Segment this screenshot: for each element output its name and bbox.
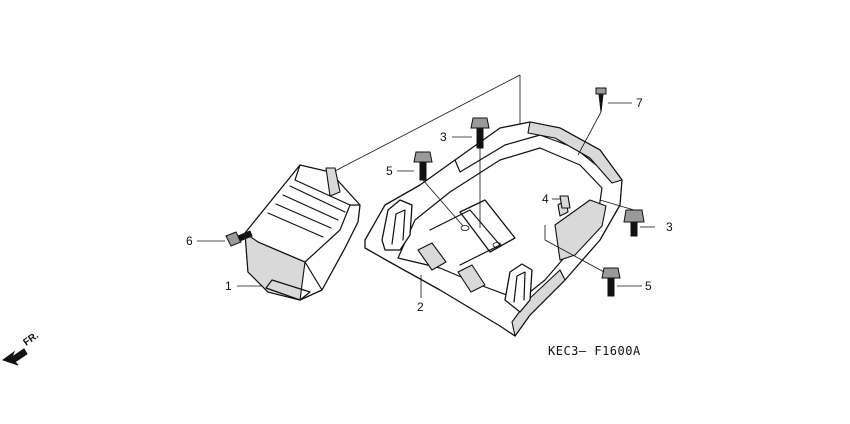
inner-tray-part-2 [364, 121, 623, 337]
callout-5-left: 5 [386, 164, 393, 178]
leader-lines [197, 102, 655, 298]
callout-3-top: 3 [440, 130, 447, 144]
bolt-part-5-left [413, 151, 464, 227]
callout-2: 2 [417, 300, 424, 314]
bolt-part-5-right [544, 225, 621, 297]
bolt-part-3-right [599, 199, 645, 237]
callout-5-right: 5 [645, 279, 652, 293]
callout-6: 6 [186, 234, 193, 248]
front-direction-arrow-icon: FR. [1, 330, 41, 366]
front-cover-part-1 [244, 164, 361, 301]
screw-part-7 [577, 87, 607, 156]
bolt-part-3-top [470, 117, 490, 228]
callout-1: 1 [225, 279, 232, 293]
callout-4: 4 [542, 192, 549, 206]
callout-3-right: 3 [666, 220, 673, 234]
direction-label: FR. [21, 330, 41, 348]
diagram-code: KEC3– F1600A [548, 344, 641, 358]
clip-part-4 [559, 195, 571, 209]
callout-7: 7 [636, 96, 643, 110]
screw-part-6 [225, 230, 253, 247]
